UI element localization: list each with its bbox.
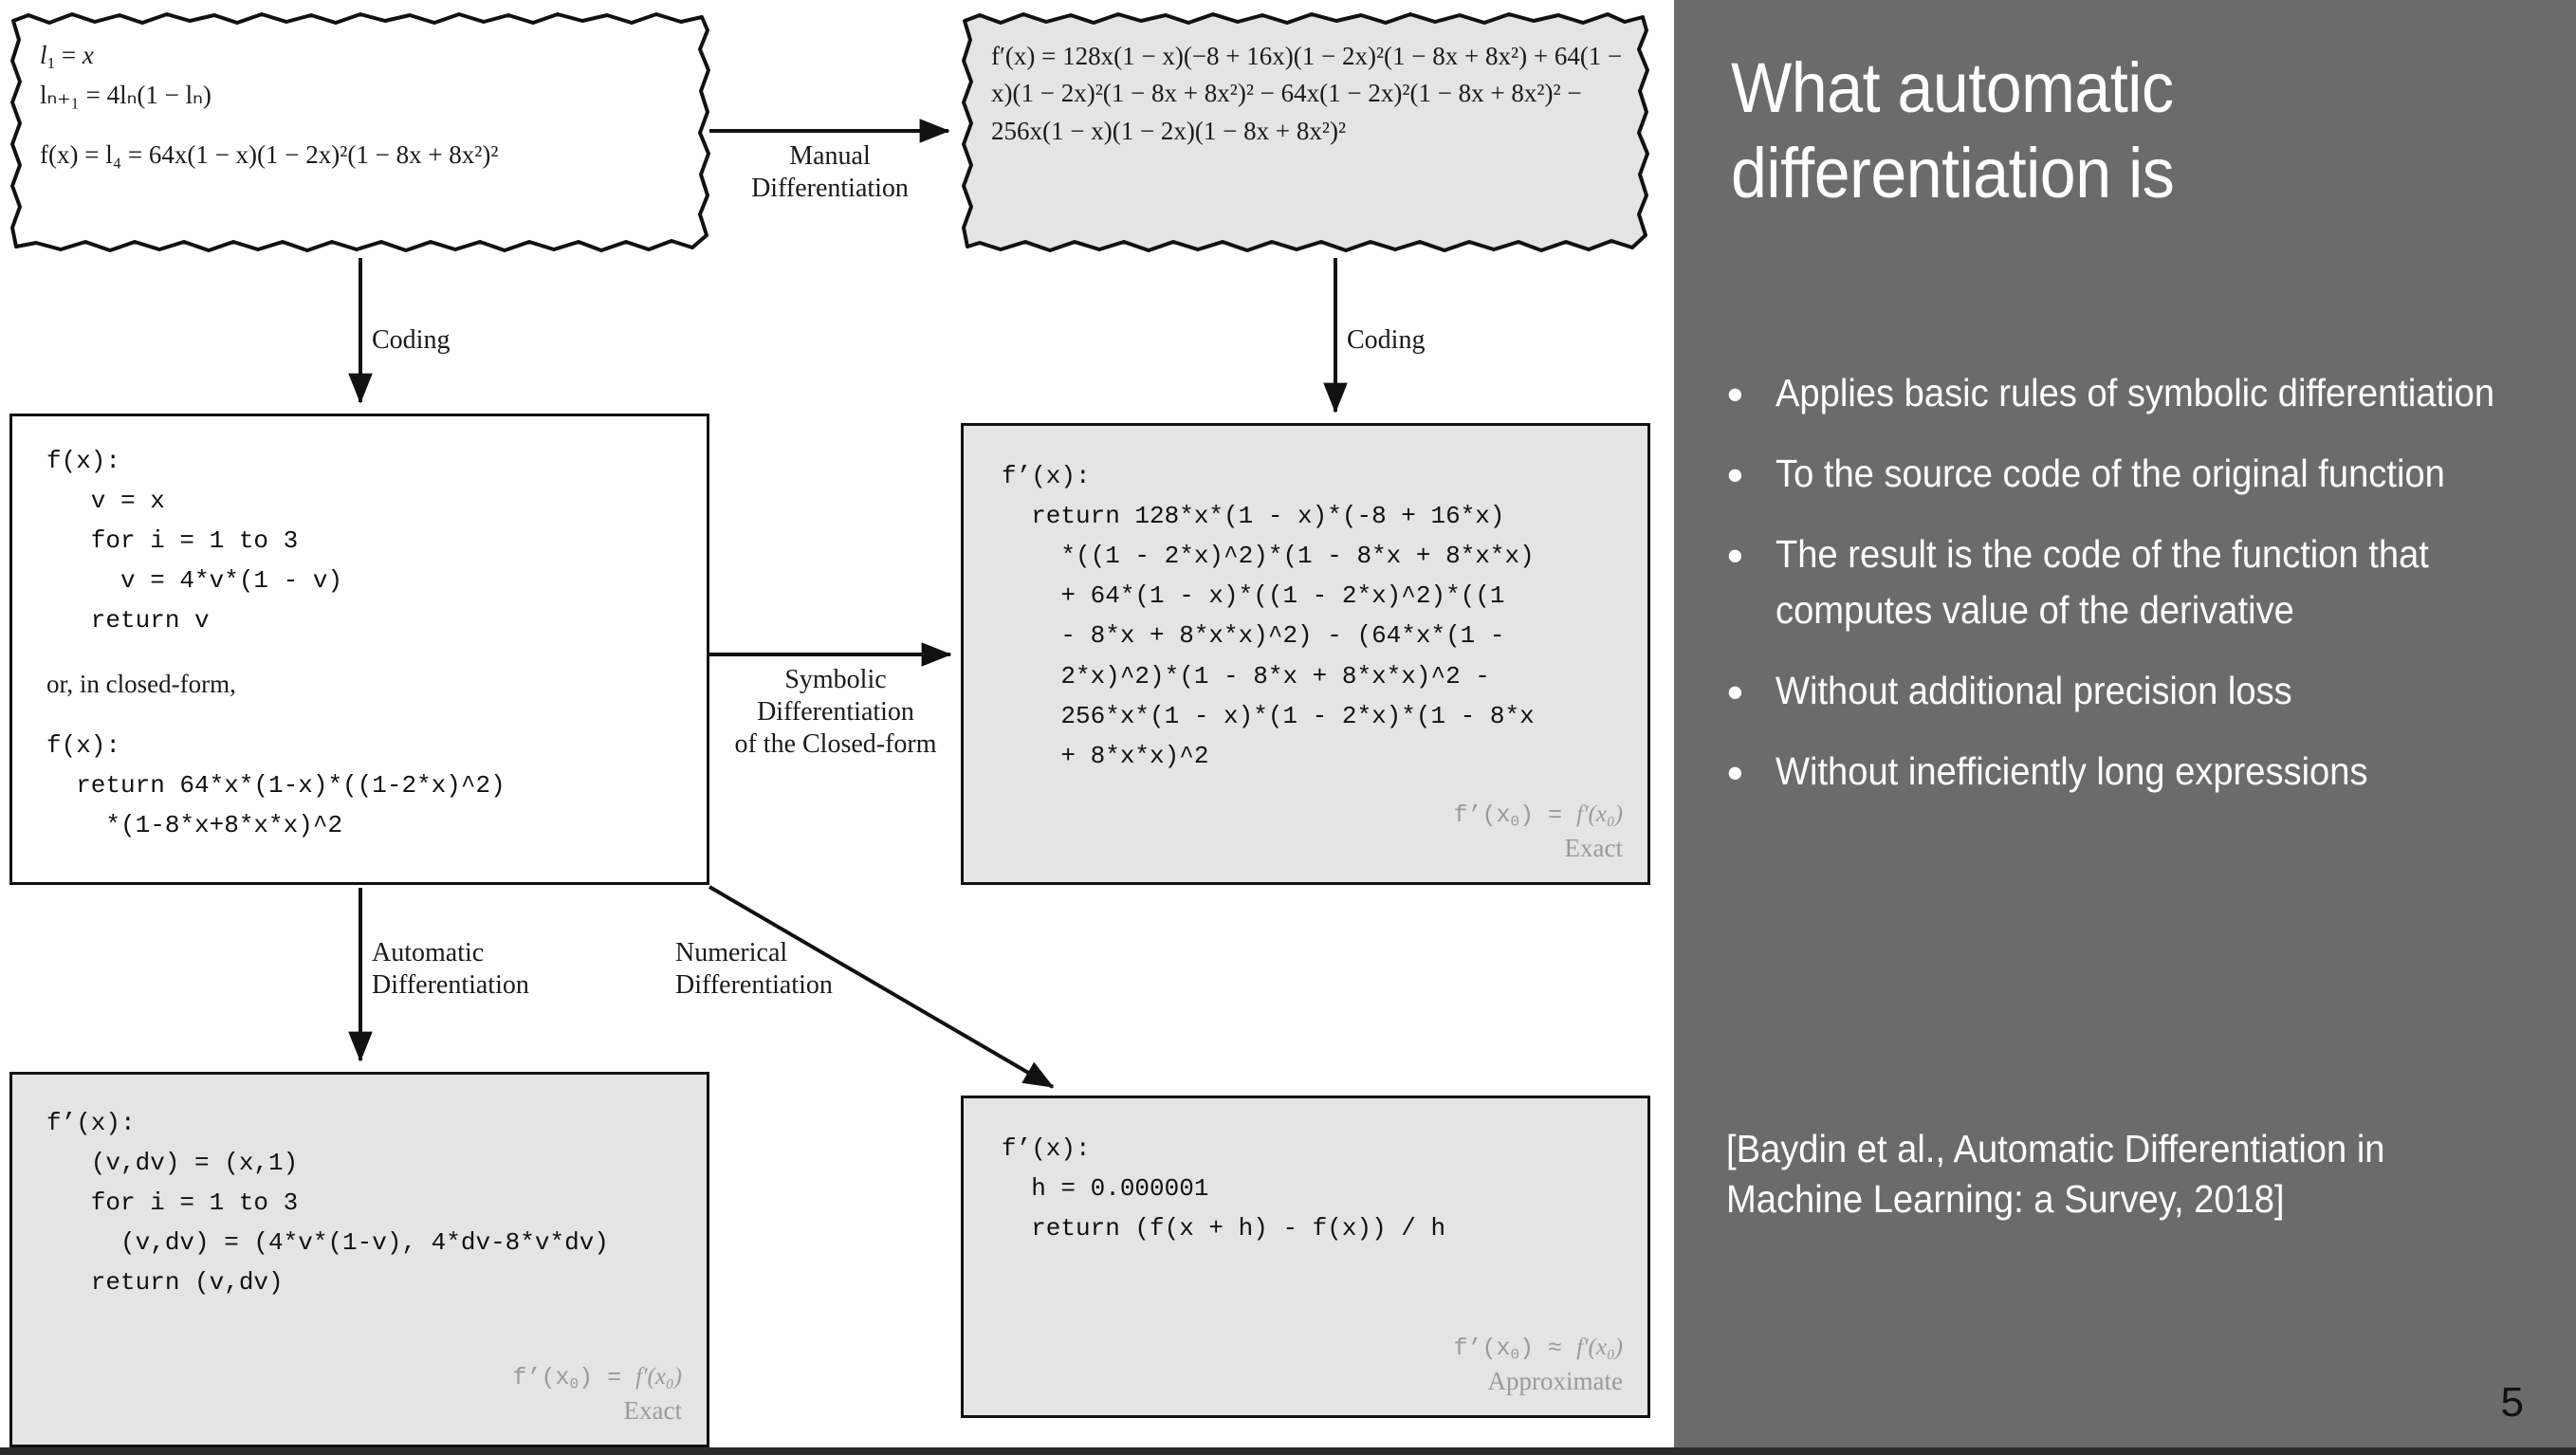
function-code-content: f(x): v = x for i = 1 to 3 v = 4*v*(1 - … [12,416,707,845]
box-function-code: f(x): v = x for i = 1 to 3 v = 4*v*(1 - … [9,414,709,885]
arrow-label-symbolic: Symbolic Differentiation of the Closed-f… [734,665,937,760]
symbolic-note-equation: f’(x0) = f′(x₀) [1453,801,1624,831]
bullet-dot-icon: ● [1726,377,1744,410]
numeric-code-note: f’(x0) ≈ f′(x₀) Approximate [1454,1333,1624,1398]
box-numeric-code: f’(x): h = 0.000001 return (f(x + h) - f… [961,1096,1650,1418]
numeric-code-text: f’(x): h = 0.000001 return (f(x + h) - f… [1002,1134,1446,1243]
bullet-dot-icon: ● [1726,538,1744,572]
list-item: ● Without inefficiently long expressions [1726,744,2561,799]
arrow-label-manual: Manual Differentiation [751,141,909,204]
numeric-note-label: Approximate [1487,1366,1623,1395]
page-number: 5 [2500,1379,2524,1426]
automatic-code-content: f’(x): (v,dv) = (x,1) for i = 1 to 3 (v,… [12,1075,707,1303]
function-code-middle-text: or, in closed-form, [46,669,236,698]
manual-derivative-content: f′(x) = 128x(1 − x)(−8 + 16x)(1 − 2x)²(1… [961,11,1650,253]
arrow-label-numerical: Numerical Differentiation [675,938,833,1001]
arrow-label-coding-right: Coding [1347,325,1426,355]
original-line-3: f(x) = l₄ = 64x(1 − x)(1 − 2x)²(1 − 8x +… [40,140,499,170]
symbolic-note-label: Exact [1564,833,1623,862]
automatic-note-equation: f’(x0) = f′(x₀) [512,1364,683,1393]
arrow-label-coding-left: Coding [372,325,451,355]
box-original-function: l1 = x lₙ₊₁ = 4lₙ(1 − lₙ) f(x) = l₄ = 64… [9,11,711,253]
right-panel: What automatic differentiation is ● Appl… [1674,0,2576,1447]
numeric-code-content: f’(x): h = 0.000001 return (f(x + h) - f… [964,1098,1647,1248]
box-automatic-code: f’(x): (v,dv) = (x,1) for i = 1 to 3 (v,… [9,1072,709,1447]
page-title: What automatic differentiation is [1731,48,2175,213]
automatic-code-text: f’(x): (v,dv) = (x,1) for i = 1 to 3 (v,… [46,1109,609,1298]
bullet-dot-icon: ● [1726,673,1744,708]
box-manual-derivative: f′(x) = 128x(1 − x)(−8 + 16x)(1 − 2x)²(1… [961,11,1650,253]
symbolic-code-text: f’(x): return 128*x*(1 - x)*(-8 + 16*x) … [1002,462,1535,770]
bullet-list: ● Applies basic rules of symbolic differ… [1726,365,2561,824]
list-item: ● Without additional precision loss [1726,663,2561,718]
function-code-bottom: f(x): return 64*x*(1-x)*((1-2*x)^2) *(1-… [46,730,506,839]
bullet-dot-icon: ● [1726,755,1744,789]
rough-border-1 [10,12,710,252]
list-item: ● Applies basic rules of symbolic differ… [1726,365,2561,420]
original-line-1: l1 = x [40,41,94,72]
bullet-text: To the source code of the original funct… [1776,451,2445,496]
original-function-content: l1 = x lₙ₊₁ = 4lₙ(1 − lₙ) f(x) = l₄ = 64… [9,11,711,253]
original-line-2: lₙ₊₁ = 4lₙ(1 − lₙ) [40,81,212,110]
numeric-note-equation: f’(x0) ≈ f′(x₀) [1453,1335,1624,1364]
box-symbolic-code: f’(x): return 128*x*(1 - x)*(-8 + 16*x) … [961,423,1650,885]
symbolic-code-content: f’(x): return 128*x*(1 - x)*(-8 + 16*x) … [964,426,1647,776]
arrow-label-automatic: Automatic Differentiation [372,938,529,1001]
bullet-text: Applies basic rules of symbolic differen… [1776,371,2495,414]
bullet-dot-icon: ● [1726,457,1744,491]
bullet-text: The result is the code of the function t… [1776,532,2429,632]
arrow-numerical [708,885,1055,1089]
list-item: ● To the source code of the original fun… [1726,446,2561,501]
manual-derivative-formula: f′(x) = 128x(1 − x)(−8 + 16x)(1 − 2x)²(1… [991,42,1623,145]
list-item: ● The result is the code of the function… [1726,526,2561,636]
bullet-text: Without inefficiently long expressions [1776,749,2368,794]
bullet-text: Without additional precision loss [1776,668,2292,712]
rough-border-2 [962,12,1649,252]
automatic-code-note: f’(x0) = f′(x₀) Exact [513,1362,683,1427]
symbolic-code-note: f’(x0) = f′(x₀) Exact [1454,800,1624,865]
automatic-note-label: Exact [623,1395,682,1425]
function-code-top: f(x): v = x for i = 1 to 3 v = 4*v*(1 - … [46,447,343,635]
diagram-arrows [348,119,1348,1089]
citation-text: [Baydin et al., Automatic Differentiatio… [1726,1127,2385,1222]
